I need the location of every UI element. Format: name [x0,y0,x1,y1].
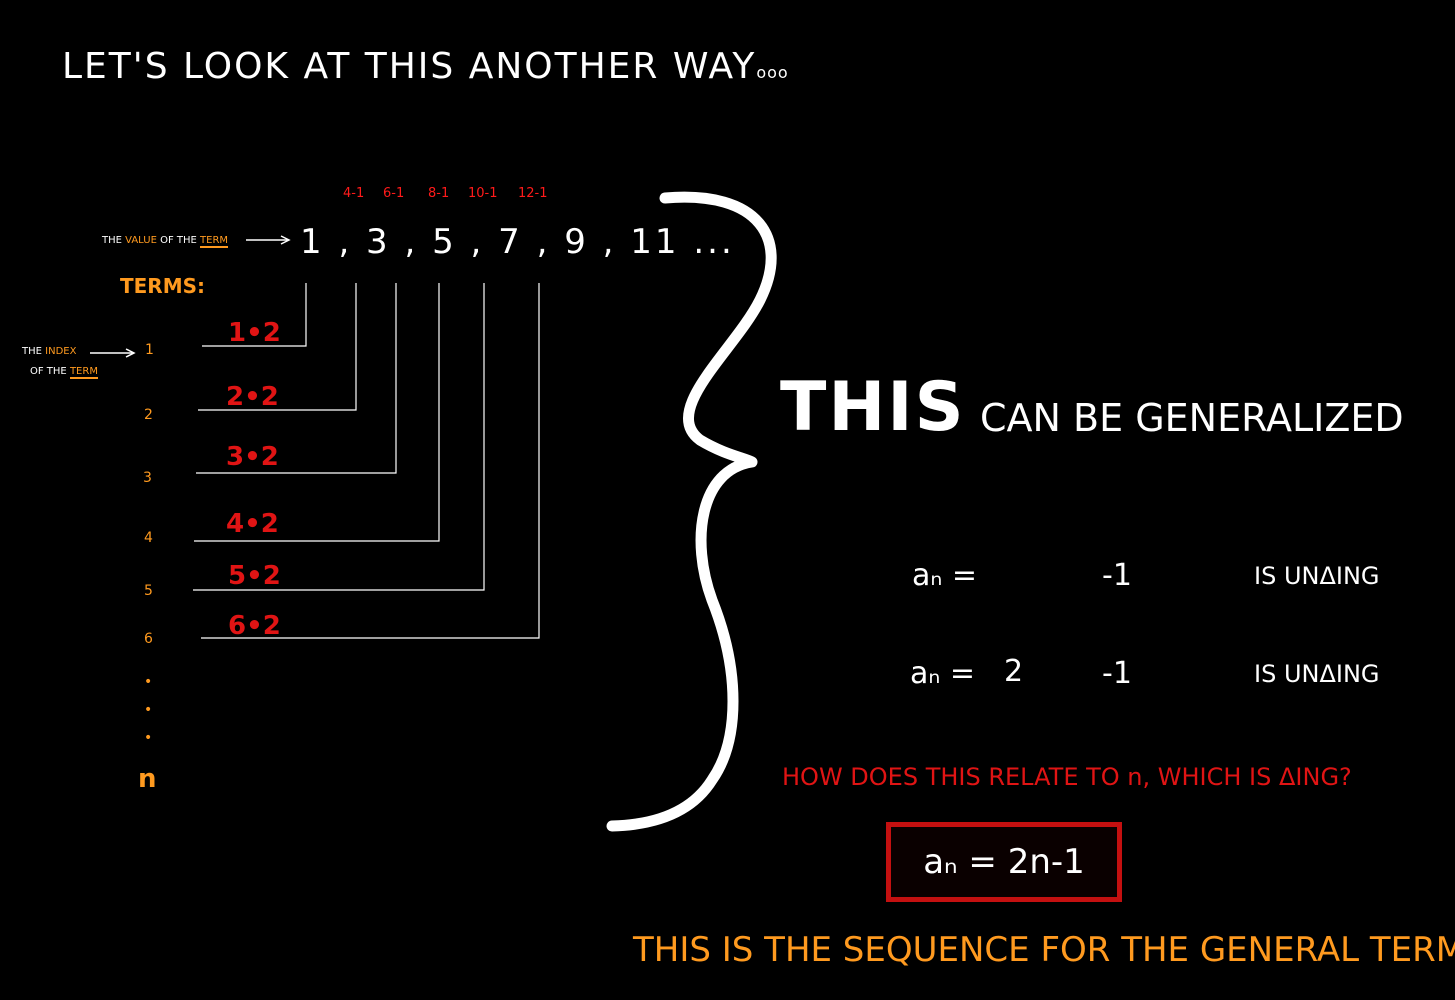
index-note-index: INDEX [45,346,77,357]
mult-4: 4•2 [226,509,279,539]
title-dots: ooo [756,63,789,82]
index-note-line2: OF THE TERM [30,366,98,379]
above-label-2: 6-1 [383,186,405,201]
title-text: LET'S LOOK AT THIS ANOTHER WAY [62,46,757,87]
formula-2-lhs: aₙ = [910,656,976,691]
index-n: n [138,764,157,794]
mult-3: 3•2 [226,442,279,472]
above-label-1: 4-1 [343,186,365,201]
terms-label: TERMS: [120,274,206,298]
sequence-values: 1 , 3 , 5 , 7 , 9 , 11 ... [300,222,735,262]
formula-1-note: IS UNΔING [1254,562,1380,590]
formula-2-mid: 2 [1004,654,1024,689]
index-4: 4 [144,530,153,546]
answer-box: aₙ = 2n-1 [886,822,1122,902]
index-arrow [90,348,136,358]
index-dot-3: • [144,730,153,746]
heading-rest: CAN BE GENERALIZED [980,396,1404,440]
answer-formula: aₙ = 2n-1 [923,842,1085,882]
value-arrow [246,235,291,245]
formula-2-rhs: -1 [1102,656,1132,691]
index-6: 6 [144,631,153,647]
connector-lines [193,283,540,639]
question-text: HOW DOES THIS RELATE TO n, WHICH IS ΔING… [782,763,1352,791]
value-note-the: THE [102,235,122,246]
value-note-term: TERM [200,235,229,248]
above-label-4: 10-1 [468,186,498,201]
above-label-5: 12-1 [518,186,548,201]
mult-5: 5•2 [228,561,281,591]
index-3: 3 [143,470,152,486]
index-1: 1 [145,342,154,358]
formula-1-rhs: -1 [1102,558,1132,593]
index-dot-1: • [144,674,153,690]
index-2: 2 [144,407,153,423]
index-note-of-the: OF THE [30,366,67,377]
footer-text: THIS IS THE SEQUENCE FOR THE GENERAL TER… [633,930,1455,970]
index-note-term: TERM [69,366,98,379]
mult-6: 6•2 [228,611,281,641]
index-dot-2: • [144,702,153,718]
formula-1-lhs: aₙ = [912,558,978,593]
index-note-the: THE [22,346,42,357]
heading-this: THIS [780,368,966,447]
mult-2: 2•2 [226,382,279,412]
value-note: THE VALUE OF THE TERM [102,235,229,248]
value-note-of-the: OF THE [160,235,197,246]
mult-1: 1•2 [228,318,281,348]
index-5: 5 [144,583,153,599]
value-note-value: VALUE [125,235,157,246]
page-title: LET'S LOOK AT THIS ANOTHER WAYooo [62,46,789,87]
above-label-3: 8-1 [428,186,450,201]
formula-2-note: IS UNΔING [1254,660,1380,688]
index-note-line1: THE INDEX [22,346,76,357]
curly-brace [606,191,777,832]
